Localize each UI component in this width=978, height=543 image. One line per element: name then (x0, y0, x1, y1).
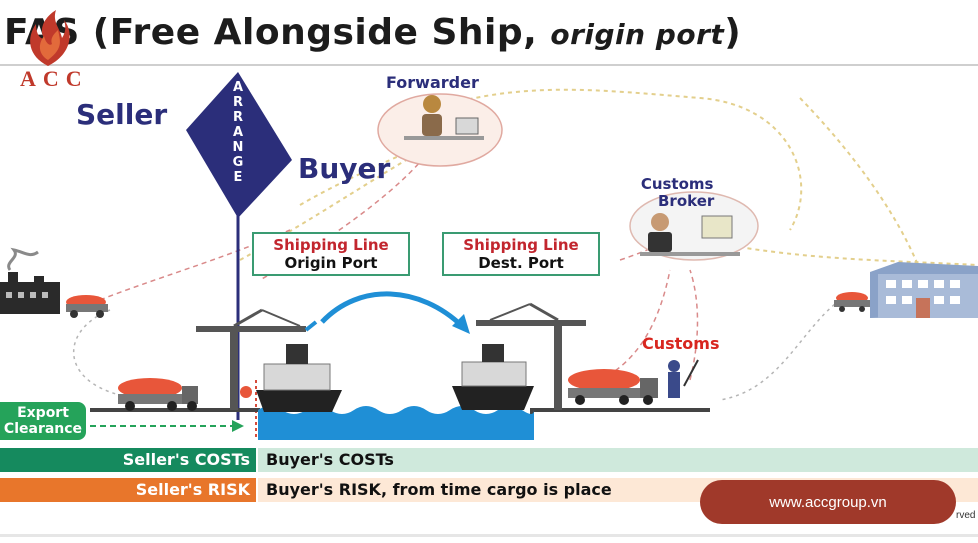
dest-box-line1: Shipping Line (463, 236, 579, 254)
title-main: (Free Alongside Ship, (79, 12, 551, 53)
buyer-label: Buyer (298, 152, 391, 185)
small-truck-icon (66, 295, 108, 318)
origin-box-line2: Origin Port (284, 254, 378, 272)
customs-officer-icon (668, 359, 699, 398)
title-end: ) (724, 12, 742, 53)
origin-ship-icon (256, 344, 342, 412)
seller-costs-label: Seller's COSTs (0, 448, 256, 472)
factory-icon (0, 247, 60, 314)
dest-crane-icon (476, 302, 586, 410)
dest-quay (532, 408, 710, 412)
warehouse-icon (870, 262, 978, 318)
forwarder-label: Forwarder (386, 73, 479, 92)
water (258, 406, 534, 440)
costs-bar: Seller's COSTs Buyer's COSTs (0, 448, 978, 472)
customs-broker-line1: Customs (640, 175, 714, 193)
arrange-label: ARRANGE (232, 80, 244, 185)
buyer-costs-label: Buyer's COSTs (258, 448, 978, 472)
shipping-line-origin-box: Shipping Line Origin Port (252, 232, 410, 276)
export-arrow-icon (90, 386, 252, 432)
flame-logo-icon (30, 10, 70, 66)
logo-text: ACC (20, 66, 89, 91)
title-italic: origin port (550, 18, 725, 51)
customs-broker-icon (629, 191, 759, 261)
seller-label: Seller (76, 98, 168, 131)
bottom-divider (0, 534, 978, 537)
customs-label: Customs (642, 334, 720, 353)
origin-crane-icon (196, 308, 306, 410)
customs-broker-line2: Broker (658, 192, 715, 210)
copyright-fragment: rved (956, 510, 976, 521)
export-line2: Clearance (3, 421, 83, 437)
seller-risk-label: Seller's RISK (0, 478, 256, 502)
dest-ship-icon (452, 344, 534, 410)
dest-truck-icon (568, 369, 658, 405)
grey-route-lines (72, 299, 841, 401)
export-clearance-badge: Export Clearance (0, 402, 86, 440)
origin-box-line1: Shipping Line (273, 236, 389, 254)
small-truck-right-icon (834, 292, 870, 312)
dest-box-line2: Dest. Port (478, 254, 564, 272)
page-title: FAS (Free Alongside Ship, origin port) (4, 12, 741, 53)
export-line1: Export (17, 405, 69, 421)
customs-broker-label: Customs Broker (640, 176, 714, 210)
title-bar: FAS (Free Alongside Ship, origin port) (0, 8, 978, 66)
shipping-line-dest-box: Shipping Line Dest. Port (442, 232, 600, 276)
shipment-arrow-icon (304, 291, 470, 334)
forwarder-icon (377, 93, 503, 167)
website-button[interactable]: www.accgroup.vn (700, 480, 956, 524)
origin-truck-icon (118, 378, 198, 411)
